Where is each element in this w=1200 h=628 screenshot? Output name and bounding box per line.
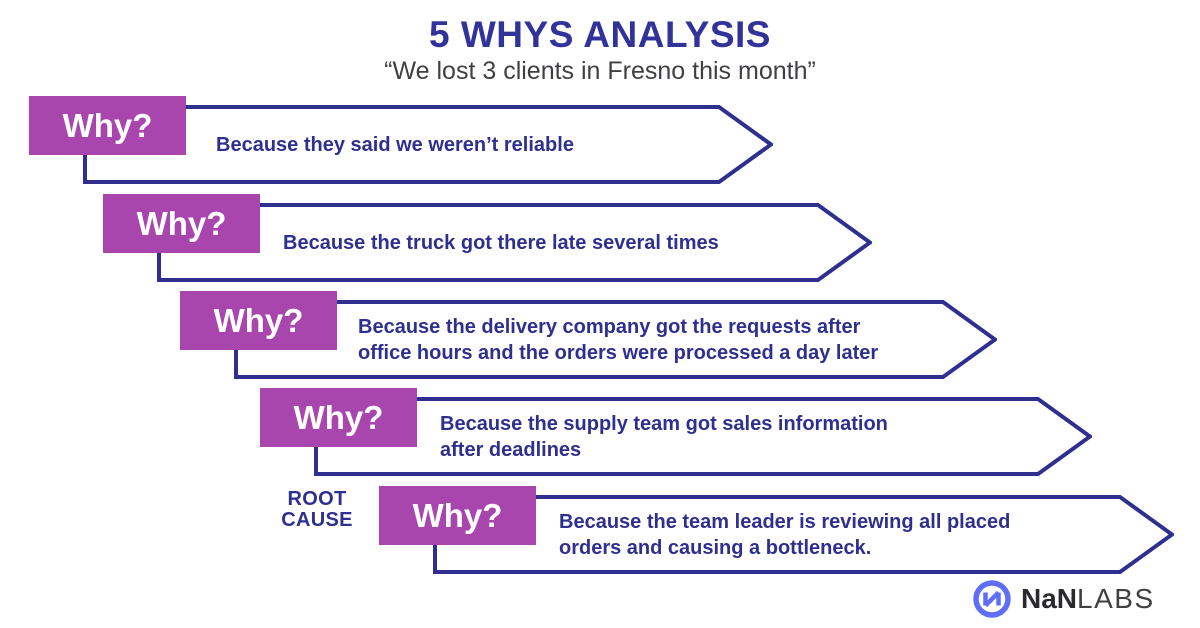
- arrow-shape: [157, 203, 872, 282]
- arrow-shape: [314, 397, 1092, 476]
- arrow-shape: [83, 105, 773, 184]
- nan-circle-n-icon: [973, 580, 1011, 618]
- answer-text: Because they said we weren’t reliable: [216, 133, 574, 156]
- why-badge: Why?: [29, 96, 186, 155]
- answer-text: Because the truck got there late several…: [283, 231, 719, 254]
- root-cause-label: ROOT CAUSE: [281, 488, 353, 531]
- arrow-shape: [234, 300, 997, 379]
- nanlabs-logo: NaNLABS: [972, 579, 1155, 619]
- why-badge: Why?: [103, 194, 260, 253]
- brand-name-light: LABS: [1077, 583, 1155, 614]
- subtitle: “We lost 3 clients in Fresno this month”: [384, 57, 816, 85]
- answer-text: Because the team leader is reviewing all…: [559, 510, 1011, 559]
- why-badge: Why?: [180, 291, 337, 350]
- answer-text: Because the delivery company got the req…: [358, 315, 879, 364]
- brand-name: NaNLABS: [1021, 579, 1155, 619]
- answer-text: Because the supply team got sales inform…: [440, 412, 888, 461]
- why-badge: Why?: [379, 486, 536, 545]
- brand-name-bold: NaN: [1021, 583, 1078, 614]
- arrow-shape: [433, 495, 1174, 574]
- page-title: 5 WHYS ANALYSIS: [429, 14, 771, 55]
- why-badge: Why?: [260, 388, 417, 447]
